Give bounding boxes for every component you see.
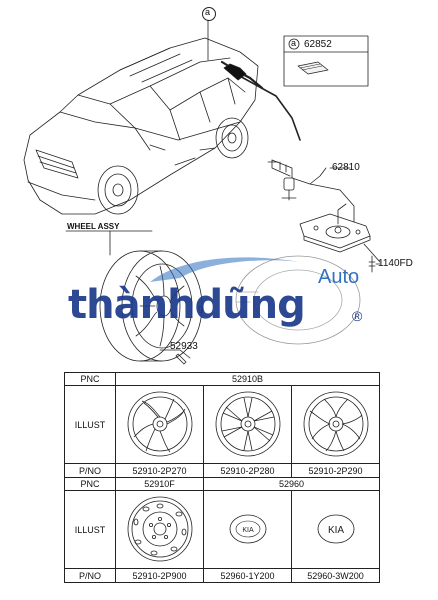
alloy-wheel-illustration — [303, 391, 368, 456]
sticker-part-number: 62852 — [304, 39, 332, 50]
hubcap-logo-text: KIA — [242, 527, 254, 534]
hubcap-logo-text: KIA — [327, 525, 343, 536]
hubcap-illustration: KIA — [317, 514, 354, 543]
alloy-wheel-illustration — [127, 391, 192, 456]
part-number-cell: 52960-1Y200 — [203, 568, 292, 583]
part-number-cell: 52910-2P290 — [291, 463, 380, 478]
hubcap-illustration: KIA — [229, 514, 266, 543]
table-row: P/NO 52910-2P900 52960-1Y200 52960-3W200 — [64, 568, 380, 583]
table-row: PNC 52910F 52960 — [64, 477, 380, 491]
steel-wheel-illustration — [127, 496, 192, 561]
illust-row-label: ILLUST — [64, 490, 116, 569]
part-number-cell: 52960-3W200 — [291, 568, 380, 583]
table-row: ILLUST — [64, 385, 380, 464]
illust-cell — [115, 490, 204, 569]
illust-cell — [203, 385, 292, 464]
pnc-value-group2b: 52960 — [203, 477, 380, 491]
illust-cell: KIA — [203, 490, 292, 569]
table-row: PNC 52910B — [64, 372, 380, 386]
wheel-part-partial: 9 — [198, 305, 204, 316]
illust-cell: KIA — [291, 490, 380, 569]
part-number-cell: 52910-2P900 — [115, 568, 204, 583]
valve-part-number: 52933 — [170, 341, 198, 352]
watermark-auto: Auto — [318, 266, 360, 288]
parts-table: PNC 52910B ILLUST — [64, 372, 380, 583]
ref-a-top-circle — [202, 7, 216, 21]
wheel-assy-label: WHEEL ASSY — [67, 222, 120, 231]
illust-row-label: ILLUST — [64, 385, 116, 464]
pno-row-label: P/NO — [64, 463, 116, 478]
exploded-diagram — [23, 19, 381, 365]
spare-tire-carrier — [271, 159, 381, 273]
pnc-row-label: PNC — [64, 372, 116, 386]
ref-a-top-label: a — [205, 7, 211, 17]
watermark-brand: thànhdũng — [68, 282, 306, 328]
ref-a-box-label: a — [291, 38, 297, 48]
alloy-wheel-illustration — [215, 391, 280, 456]
suv-illustration — [23, 37, 259, 215]
part-number-cell: 52910-2P270 — [115, 463, 204, 478]
bolt-part-number: 1140FD — [378, 258, 413, 269]
watermark-registered: ® — [352, 308, 363, 324]
pnc-value-group2a: 52910F — [115, 477, 204, 491]
table-row: P/NO 52910-2P270 52910-2P280 52910-2P290 — [64, 463, 380, 478]
watermark-swoosh — [150, 257, 300, 282]
illust-cell — [115, 385, 204, 464]
illust-cell — [291, 385, 380, 464]
carrier-part-number: 62810 — [332, 162, 360, 173]
pnc-value-group1: 52910B — [115, 372, 380, 386]
wheel-illustration — [99, 250, 203, 362]
part-number-cell: 52910-2P280 — [203, 463, 292, 478]
table-row: ILLUST KIA KI — [64, 490, 380, 569]
pno-row-label: P/NO — [64, 568, 116, 583]
pnc-row-label: PNC — [64, 477, 116, 491]
